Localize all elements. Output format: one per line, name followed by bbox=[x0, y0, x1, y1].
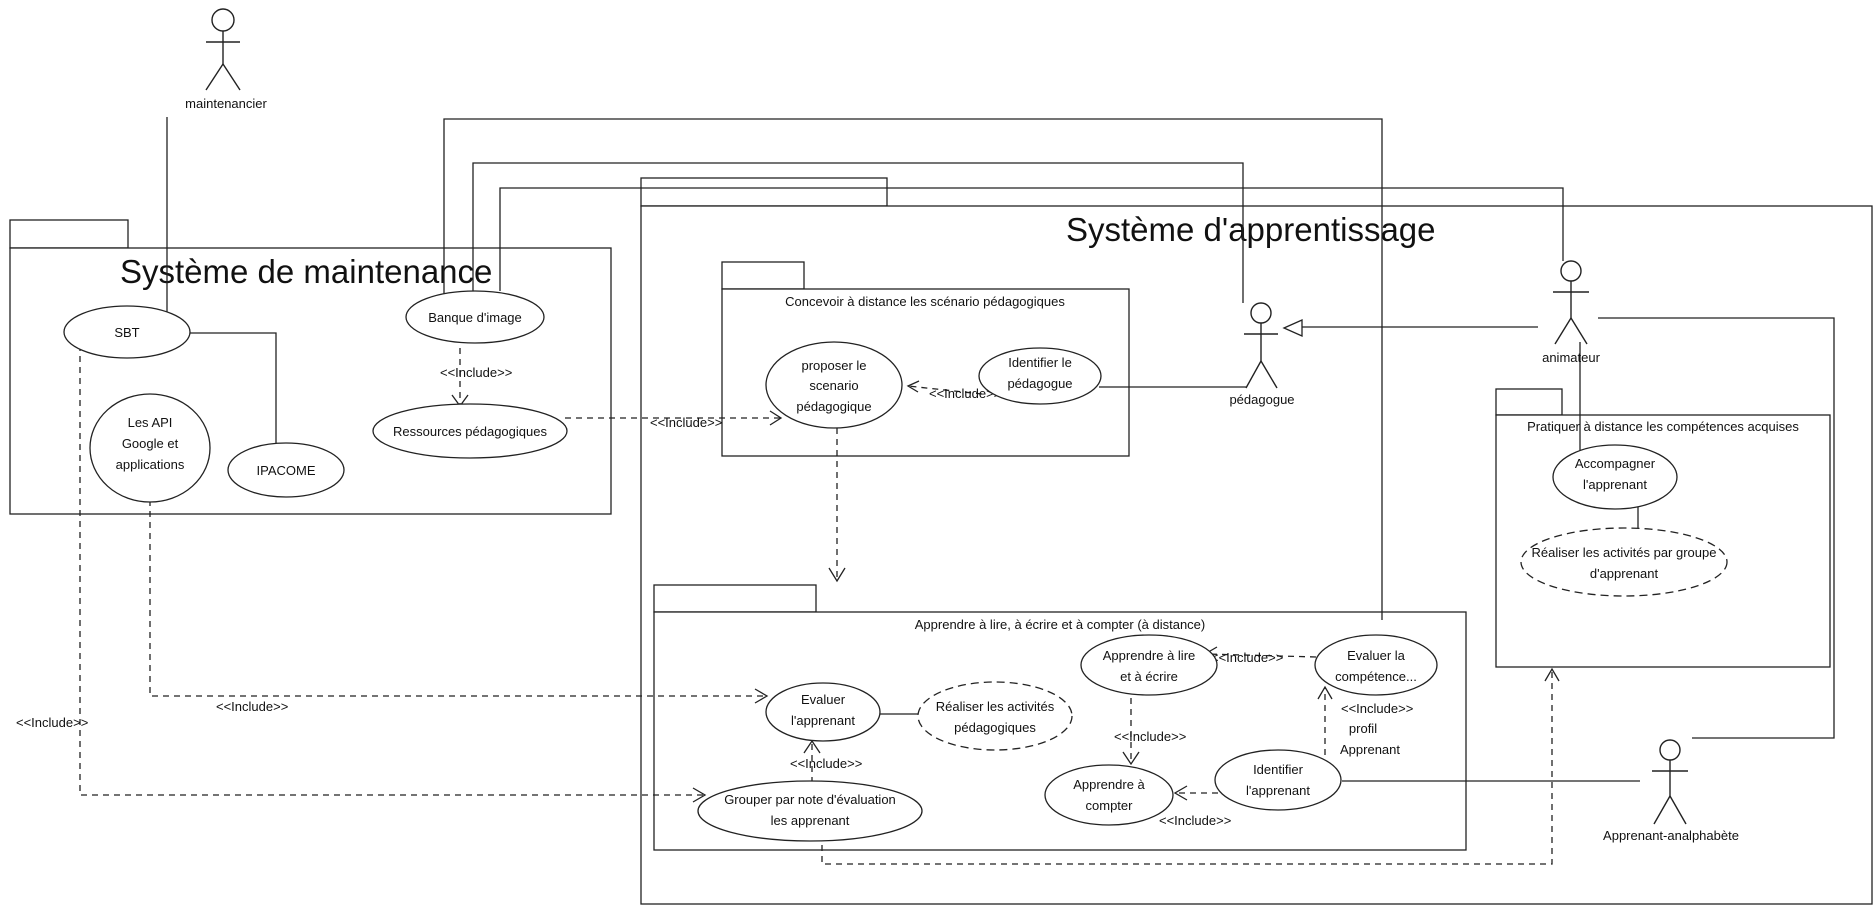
svg-text:les apprenant: les apprenant bbox=[771, 813, 850, 828]
package-apprendre-title: Apprendre à lire, à écrire et à compter … bbox=[915, 617, 1205, 632]
actor-pedagogue: pédagogue bbox=[1229, 302, 1295, 407]
use-case-ipacome: IPACOME bbox=[227, 442, 345, 498]
svg-text:Réaliser les activités par gro: Réaliser les activités par groupe bbox=[1532, 545, 1717, 560]
use-case-apprendre-compter: Apprendre à compter bbox=[1044, 764, 1174, 826]
stick-figure-icon bbox=[1244, 302, 1278, 389]
svg-text:Ressources pédagogiques: Ressources pédagogiques bbox=[393, 424, 547, 439]
use-case-banque: Banque d'image bbox=[405, 290, 545, 344]
include-label: <<Include>> bbox=[790, 756, 862, 771]
svg-text:d'apprenant: d'apprenant bbox=[1590, 566, 1659, 581]
include-label: <<Include>> bbox=[1114, 729, 1186, 744]
use-case-api: Les API Google et applications bbox=[89, 393, 211, 503]
svg-text:pédagogique: pédagogique bbox=[796, 399, 871, 414]
include-label: <<Include>> bbox=[216, 699, 288, 714]
use-case-realiser-groupe: Réaliser les activités par groupe d'appr… bbox=[1520, 527, 1728, 597]
package-pratiquer: Pratiquer à distance les compétences acq… bbox=[1495, 388, 1831, 668]
include-labels: <<Include>> <<Include>> <<Include>> <<In… bbox=[16, 365, 1413, 828]
use-case-grouper: Grouper par note d'évaluation les appren… bbox=[697, 780, 923, 842]
actor-apprenant: Apprenant-analphabète bbox=[1603, 739, 1739, 843]
svg-text:Apprendre à lire: Apprendre à lire bbox=[1103, 648, 1196, 663]
svg-text:SBT: SBT bbox=[114, 325, 139, 340]
include-label: <<Include>> bbox=[1211, 650, 1283, 665]
association-lines bbox=[166, 117, 1835, 782]
use-case-evaluer-competence: Evaluer la compétence... bbox=[1314, 634, 1438, 696]
actor-animateur: animateur bbox=[1542, 260, 1601, 365]
svg-text:Identifier: Identifier bbox=[1253, 762, 1304, 777]
stick-figure-icon bbox=[205, 8, 241, 91]
stick-figure-icon bbox=[1553, 260, 1589, 345]
svg-text:Grouper par note d'évaluation: Grouper par note d'évaluation bbox=[724, 792, 896, 807]
svg-text:Evaluer la: Evaluer la bbox=[1347, 648, 1406, 663]
include-label: <<Include>> bbox=[650, 415, 722, 430]
svg-text:compétence...: compétence... bbox=[1335, 669, 1417, 684]
svg-text:Identifier le: Identifier le bbox=[1008, 355, 1072, 370]
generalization-arrow bbox=[1282, 318, 1303, 338]
profil-label: profil bbox=[1349, 721, 1377, 736]
actor-apprenant-label: Apprenant-analphabète bbox=[1603, 828, 1739, 843]
svg-text:Apprendre à: Apprendre à bbox=[1073, 777, 1145, 792]
svg-text:pédagogue: pédagogue bbox=[1007, 376, 1072, 391]
package-apprentissage-title: Système d'apprentissage bbox=[1066, 211, 1436, 248]
use-case-evaluer-apprenant: Evaluer l'apprenant bbox=[765, 682, 881, 742]
package-concevoir-title: Concevoir à distance les scénario pédago… bbox=[785, 294, 1065, 309]
actor-pedagogue-label: pédagogue bbox=[1229, 392, 1294, 407]
actor-maintenancier-label: maintenancier bbox=[185, 96, 267, 111]
svg-text:l'apprenant: l'apprenant bbox=[1583, 477, 1647, 492]
include-label: <<Include>> bbox=[929, 386, 1001, 401]
svg-text:l'apprenant: l'apprenant bbox=[791, 713, 855, 728]
svg-text:IPACOME: IPACOME bbox=[257, 463, 316, 478]
include-label: <<Include>> bbox=[1341, 701, 1413, 716]
package-pratiquer-title: Pratiquer à distance les compétences acq… bbox=[1527, 419, 1799, 434]
use-case-realiser-activites: Réaliser les activités pédagogiques bbox=[917, 681, 1073, 751]
include-label: <<Include>> bbox=[16, 715, 88, 730]
svg-text:Réaliser les activités: Réaliser les activités bbox=[936, 699, 1055, 714]
use-case-ressources: Ressources pédagogiques bbox=[372, 403, 568, 459]
use-case-identifier-pedagogue: Identifier le pédagogue bbox=[978, 347, 1102, 405]
include-label: <<Include>> bbox=[440, 365, 512, 380]
actor-animateur-label: animateur bbox=[1542, 350, 1600, 365]
svg-text:Accompagner: Accompagner bbox=[1575, 456, 1656, 471]
stick-figure-icon bbox=[1652, 739, 1688, 825]
svg-text:l'apprenant: l'apprenant bbox=[1246, 783, 1310, 798]
use-cases: SBT Les API Google et applications IPACO… bbox=[63, 290, 1728, 842]
use-case-proposer: proposer le scenario pédagogique bbox=[765, 341, 903, 429]
svg-text:et à écrire: et à écrire bbox=[1120, 669, 1178, 684]
use-case-accompagner: Accompagner l'apprenant bbox=[1552, 444, 1678, 510]
profil-label: Apprenant bbox=[1340, 742, 1400, 757]
use-case-identifier-apprenant: Identifier l'apprenant bbox=[1214, 749, 1342, 811]
svg-text:Evaluer: Evaluer bbox=[801, 692, 846, 707]
actor-maintenancier: maintenancier bbox=[185, 8, 267, 111]
use-case-apprendre-lire: Apprendre à lire et à écrire bbox=[1080, 634, 1218, 696]
svg-text:Google et: Google et bbox=[122, 436, 179, 451]
use-case-sbt: SBT bbox=[63, 305, 191, 359]
svg-text:Les API: Les API bbox=[128, 415, 173, 430]
package-maintenance-title: Système de maintenance bbox=[120, 253, 492, 290]
svg-text:scenario: scenario bbox=[809, 378, 858, 393]
svg-text:pédagogiques: pédagogiques bbox=[954, 720, 1036, 735]
svg-text:applications: applications bbox=[116, 457, 185, 472]
svg-text:compter: compter bbox=[1086, 798, 1134, 813]
include-label: <<Include>> bbox=[1159, 813, 1231, 828]
svg-text:proposer le: proposer le bbox=[801, 358, 866, 373]
svg-text:Banque d'image: Banque d'image bbox=[428, 310, 522, 325]
